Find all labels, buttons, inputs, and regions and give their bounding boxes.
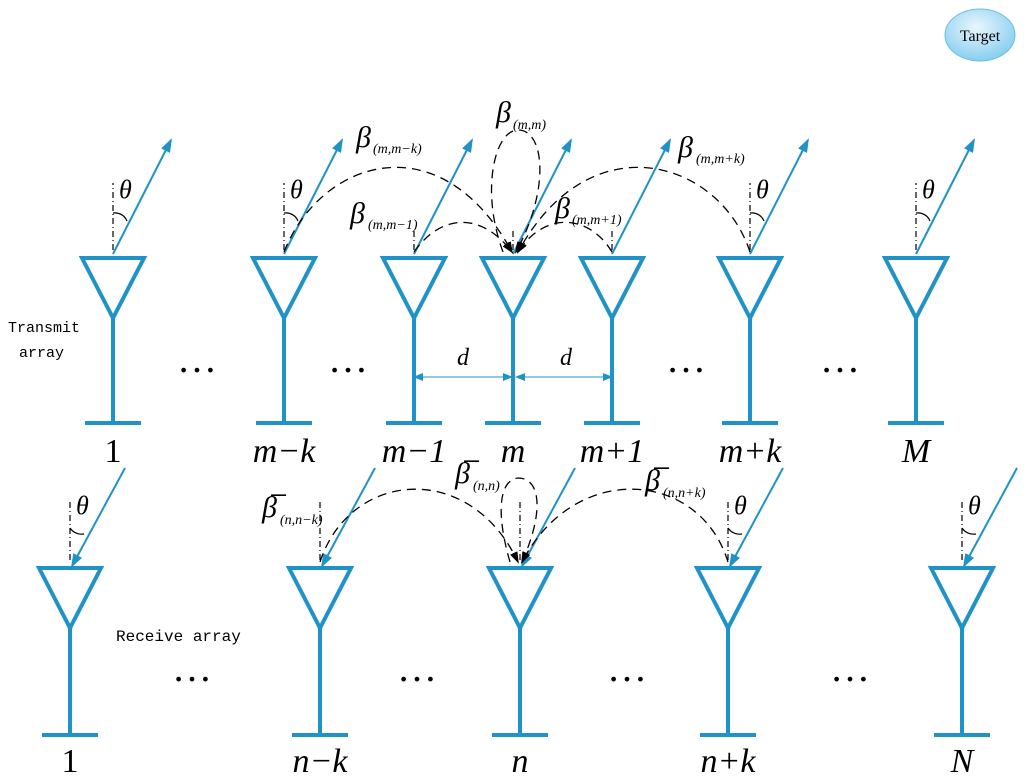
- transmit-element-label: m+k: [719, 433, 782, 470]
- transmit-element-label: m: [501, 433, 526, 470]
- receive-beam-arrow: [321, 467, 376, 568]
- transmit-beam-arrow: [749, 138, 809, 255]
- receive-antenna-2: [285, 467, 376, 737]
- ellipsis-dots: …: [177, 336, 217, 381]
- ellipsis-dots: …: [666, 336, 706, 381]
- transmit-antenna-2: θ: [249, 138, 343, 425]
- receive-element-label: n: [512, 743, 529, 780]
- theta-label: θ: [968, 491, 981, 520]
- svg-text:(m,m+1): (m,m+1): [572, 213, 622, 228]
- spacing-indicator: d d: [413, 345, 613, 381]
- beta-bar-n-n-plus-k: β̅ (n,n+k): [644, 464, 706, 501]
- ellipsis-dots: …: [328, 336, 368, 381]
- svg-text:(n,n−k): (n,n−k): [280, 513, 323, 528]
- transmit-coupling-arcs: [283, 129, 751, 254]
- transmit-antenna-1: θ: [78, 138, 172, 425]
- receive-element-label: n−k: [292, 743, 348, 780]
- theta-label: θ: [922, 175, 935, 204]
- receive-beam-arrow: [521, 467, 576, 568]
- svg-text:β: β: [355, 121, 371, 154]
- target-label: Target: [960, 28, 1001, 45]
- beta-m-m-plus-1: β (m,m+1): [554, 192, 622, 228]
- transmit-beam-arrow: [512, 138, 572, 255]
- receive-antenna-5: θ: [927, 467, 1018, 737]
- theta-label: θ: [290, 175, 303, 204]
- beta-m-m-minus-1: β (m,m−1): [349, 197, 418, 233]
- transmit-beam-arrow: [413, 138, 473, 255]
- svg-text:(m,m+k): (m,m+k): [696, 152, 745, 167]
- ellipsis-group: … … … … … … … …: [172, 336, 870, 690]
- receive-coupling-arcs: [319, 477, 729, 564]
- transmit-antenna-3: [379, 138, 473, 425]
- ellipsis-dots: …: [607, 645, 647, 690]
- receive-beam-arrow: [963, 467, 1018, 568]
- svg-text:(m,m): (m,m): [513, 118, 546, 133]
- transmit-antenna-5: [577, 138, 671, 425]
- beta-bar-n-n-minus-k: β̅ (n,n−k): [261, 491, 323, 528]
- transmit-beam-arrow: [611, 138, 671, 255]
- receive-antenna-3: [485, 467, 576, 737]
- receive-antenna-4: θ: [693, 467, 784, 737]
- theta-label: θ: [76, 491, 89, 520]
- target-node: Target: [944, 8, 1016, 62]
- receive-beam-arrow: [71, 467, 126, 568]
- ellipsis-dots: …: [830, 645, 870, 690]
- transmit-element-labels: 1 m−k m−1 m m+1 m+k M: [105, 433, 932, 470]
- transmit-beam-arrow: [112, 138, 172, 255]
- transmit-antenna-6: θ: [715, 138, 809, 425]
- beta-bar-n-n: β̅ (n,n): [454, 457, 500, 494]
- ellipsis-dots: …: [397, 645, 437, 690]
- svg-text:(m,m−k): (m,m−k): [373, 142, 422, 157]
- transmit-element-label: m−k: [253, 433, 316, 470]
- svg-text:(n,n): (n,n): [473, 479, 500, 494]
- svg-text:(m,m−1): (m,m−1): [368, 218, 418, 233]
- transmit-antenna-4: [478, 138, 572, 425]
- transmit-element-label: m−1: [382, 433, 447, 470]
- receive-element-label: n+k: [700, 743, 756, 780]
- spacing-label-left: d: [457, 345, 470, 371]
- beta-m-m-plus-k: β (m,m+k): [677, 131, 745, 167]
- transmit-element-label: M: [901, 433, 932, 470]
- svg-text:β: β: [554, 192, 570, 225]
- theta-label: θ: [734, 491, 747, 520]
- svg-text:β: β: [495, 96, 511, 129]
- receive-element-label: 1: [62, 743, 79, 780]
- transmit-array-label-line2: array: [19, 345, 64, 362]
- transmit-array-label-line1: Transmit: [8, 320, 80, 337]
- receive-element-labels: 1 n−k n n+k N: [62, 743, 976, 780]
- transmit-element-label: 1: [105, 433, 122, 470]
- receive-element-label: N: [950, 743, 976, 780]
- svg-text:(n,n+k): (n,n+k): [663, 486, 706, 501]
- svg-text:β: β: [349, 197, 365, 230]
- theta-label: θ: [756, 175, 769, 204]
- ellipsis-dots: …: [820, 336, 860, 381]
- beta-m-m-minus-k: β (m,m−k): [355, 121, 422, 157]
- beta-m-m: β (m,m): [495, 96, 546, 133]
- transmit-element-label: m+1: [580, 433, 645, 470]
- receive-array-label: Receive array: [116, 628, 241, 646]
- transmit-antenna-7: θ: [881, 138, 975, 425]
- svg-text:β: β: [677, 131, 693, 164]
- transmit-beam-arrow: [915, 138, 975, 255]
- receive-antenna-1: θ: [35, 467, 126, 737]
- spacing-label-right: d: [560, 345, 573, 371]
- transmit-beam-arrow: [283, 138, 343, 255]
- theta-label: θ: [119, 175, 132, 204]
- ellipsis-dots: …: [172, 645, 212, 690]
- receive-beam-arrow: [729, 467, 784, 568]
